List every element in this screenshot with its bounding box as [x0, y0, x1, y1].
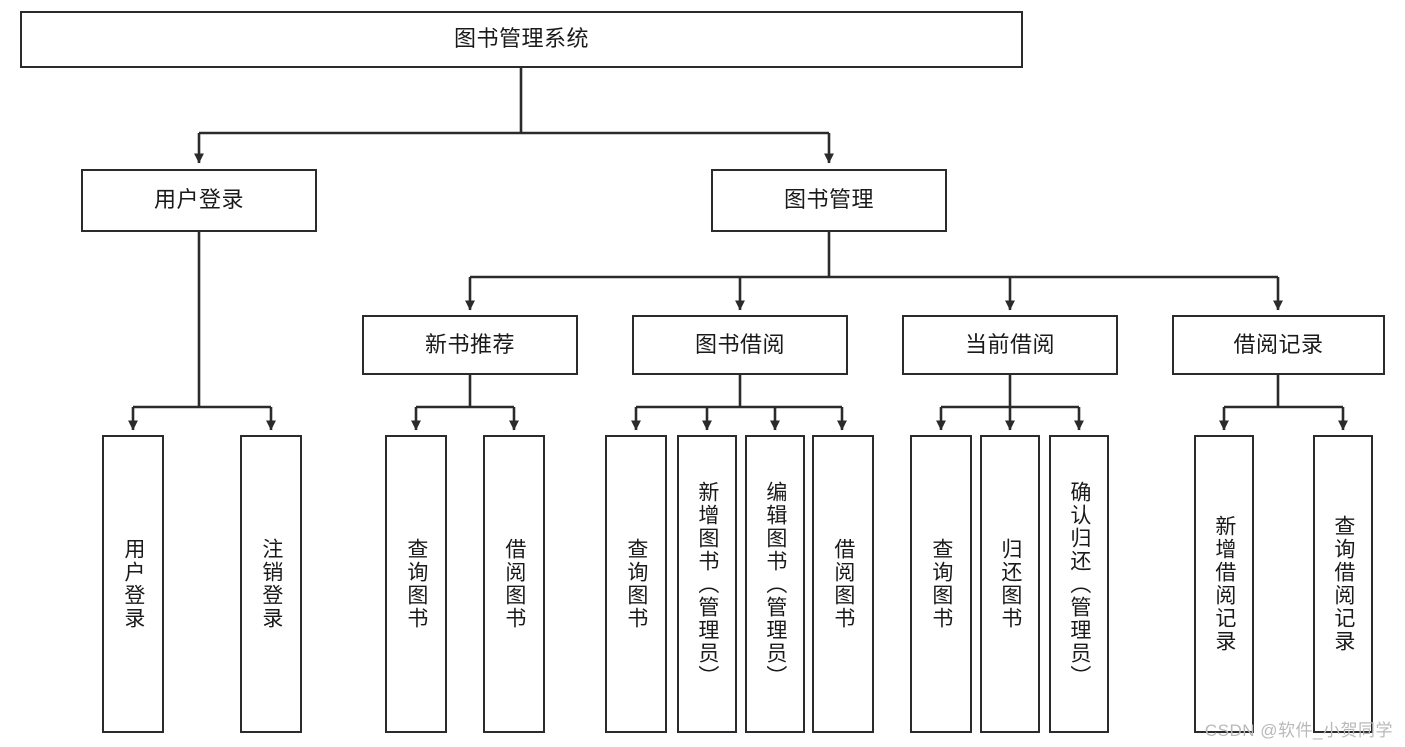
node-leaf-query-book-2-label: 查询图书 — [624, 538, 648, 630]
node-book-borrow[interactable]: 图书借阅 — [632, 315, 848, 375]
node-leaf-borrow-book-1[interactable]: 借阅图书 — [483, 435, 545, 733]
node-leaf-query-book-2[interactable]: 查询图书 — [605, 435, 667, 733]
node-leaf-query-record-label: 查询借阅记录 — [1331, 515, 1355, 653]
node-leaf-add-book-label: 新增图书（管理员） — [695, 480, 719, 688]
node-borrow-record[interactable]: 借阅记录 — [1172, 315, 1385, 375]
node-leaf-user-login-label: 用户登录 — [121, 538, 145, 630]
node-user-login[interactable]: 用户登录 — [81, 169, 317, 232]
node-current-borrow-label: 当前借阅 — [964, 331, 1055, 357]
node-book-manage-label: 图书管理 — [783, 187, 874, 213]
node-leaf-confirm-return-label: 确认归还（管理员） — [1067, 480, 1091, 688]
node-leaf-return-book[interactable]: 归还图书 — [980, 435, 1040, 733]
node-leaf-add-book[interactable]: 新增图书（管理员） — [677, 435, 737, 733]
node-leaf-edit-book-label: 编辑图书（管理员） — [763, 480, 787, 688]
node-leaf-add-record[interactable]: 新增借阅记录 — [1194, 435, 1254, 733]
node-leaf-query-book-1-label: 查询图书 — [404, 538, 428, 630]
node-leaf-return-book-label: 归还图书 — [998, 538, 1022, 630]
node-leaf-query-book-3-label: 查询图书 — [929, 538, 953, 630]
node-leaf-borrow-book-1-label: 借阅图书 — [502, 538, 526, 630]
node-book-borrow-label: 图书借阅 — [694, 331, 785, 357]
node-leaf-user-logout-label: 注销登录 — [259, 538, 283, 630]
node-leaf-query-book-3[interactable]: 查询图书 — [910, 435, 972, 733]
csdn-watermark: CSDN @软件_小贺同学 — [1204, 721, 1393, 740]
node-leaf-user-logout[interactable]: 注销登录 — [240, 435, 302, 733]
node-leaf-add-record-label: 新增借阅记录 — [1212, 515, 1236, 653]
node-root-label: 图书管理系统 — [453, 26, 589, 52]
node-leaf-query-book-1[interactable]: 查询图书 — [385, 435, 447, 733]
node-leaf-edit-book[interactable]: 编辑图书（管理员） — [745, 435, 805, 733]
node-leaf-user-login[interactable]: 用户登录 — [102, 435, 164, 733]
node-user-login-label: 用户登录 — [153, 187, 244, 213]
node-leaf-borrow-book-2-label: 借阅图书 — [831, 538, 855, 630]
node-root[interactable]: 图书管理系统 — [20, 11, 1023, 68]
node-leaf-borrow-book-2[interactable]: 借阅图书 — [812, 435, 874, 733]
node-new-book-rec[interactable]: 新书推荐 — [362, 315, 578, 375]
node-leaf-query-record[interactable]: 查询借阅记录 — [1313, 435, 1373, 733]
node-leaf-confirm-return[interactable]: 确认归还（管理员） — [1049, 435, 1109, 733]
node-new-book-rec-label: 新书推荐 — [424, 331, 515, 357]
node-borrow-record-label: 借阅记录 — [1233, 331, 1324, 357]
node-book-manage[interactable]: 图书管理 — [711, 169, 947, 232]
node-current-borrow[interactable]: 当前借阅 — [902, 315, 1118, 375]
